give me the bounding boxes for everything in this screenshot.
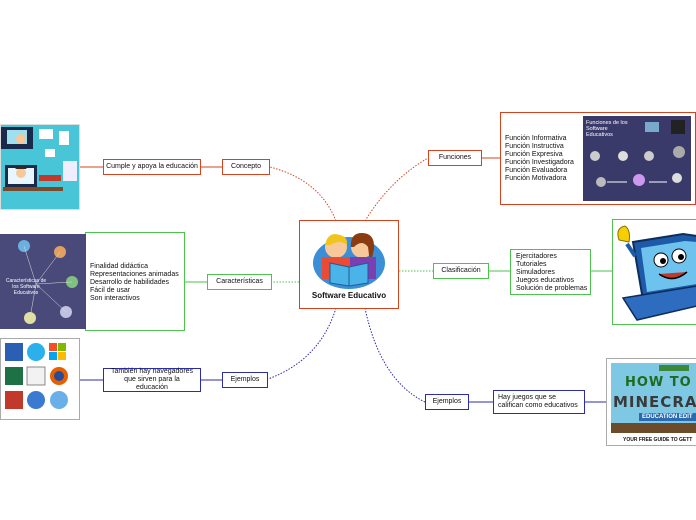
software-icons-frame xyxy=(0,338,80,420)
minecraft-title-line3: EDUCATION EDIT xyxy=(639,413,696,421)
funciones-item: Función Motivadora xyxy=(505,175,567,182)
central-topic[interactable]: Software Educativo xyxy=(299,220,399,309)
publisher-logo xyxy=(659,365,689,371)
minecraft-title-line1: HOW TO xyxy=(625,375,692,390)
kids-reading-illustration xyxy=(313,233,385,289)
clasificacion-list[interactable]: Ejercitadores Tutoriales Simuladores Jue… xyxy=(510,249,591,295)
minecraft-footer-text: YOUR FREE GUIDE TO GETT xyxy=(623,437,693,443)
funciones-item: Función Evaluadora xyxy=(505,167,568,174)
dirt-block-strip xyxy=(611,423,696,433)
caracteristicas-item: Son interactivos xyxy=(90,295,140,302)
branch-clasificacion[interactable]: Clasificación xyxy=(433,263,489,279)
computer-mascot-illustration xyxy=(617,225,696,321)
caracteristicas-item: Representaciones animadas xyxy=(90,271,179,278)
concepto-detail[interactable]: Cumple y apoya la educación xyxy=(103,159,201,175)
clasificacion-item: Tutoriales xyxy=(516,261,547,268)
online-education-illustration xyxy=(1,125,79,209)
funciones-item: Función Expresiva xyxy=(505,151,563,158)
caracteristicas-diagram-illustration xyxy=(18,240,78,324)
caracteristicas-image: Características de los Software Educativ… xyxy=(0,234,86,329)
connector-concepto xyxy=(269,166,337,222)
software-icons-grid xyxy=(5,343,68,409)
connector-ejemplos-right xyxy=(364,307,426,403)
clasificacion-item: Simuladores xyxy=(516,269,555,276)
clasificacion-item: Juegos educativos xyxy=(516,277,574,284)
caracteristicas-item: Desarrollo de habilidades xyxy=(90,279,169,286)
funciones-item: Función Informativa xyxy=(505,135,567,142)
computer-mascot-frame xyxy=(612,219,696,325)
ejemplos-left-detail[interactable]: También hay navegadores que sirven para … xyxy=(103,368,201,392)
caracteristicas-list[interactable]: Finalidad didáctica Representaciones ani… xyxy=(85,232,185,331)
connector-funciones xyxy=(364,157,429,222)
branch-funciones[interactable]: Funciones xyxy=(428,150,482,166)
clasificacion-item: Solución de problemas xyxy=(516,285,588,292)
concepto-image-frame xyxy=(0,124,80,210)
central-topic-title: Software Educativo xyxy=(311,291,387,300)
funciones-image: Funciones de los Software Educativos xyxy=(583,116,691,201)
funciones-item: Función Investigadora xyxy=(505,159,574,166)
branch-concepto[interactable]: Concepto xyxy=(222,159,270,175)
clasificacion-item: Ejercitadores xyxy=(516,253,557,260)
minecraft-title-line2: MINECRA xyxy=(613,393,696,411)
caracteristicas-item: Fácil de usar xyxy=(90,287,131,294)
funciones-diagram-title: Funciones de los Software Educativos xyxy=(586,120,628,138)
connector-ejemplos-left xyxy=(267,307,337,380)
caracteristicas-item: Finalidad didáctica xyxy=(90,263,148,270)
funciones-item: Función Instructiva xyxy=(505,143,564,150)
branch-caracteristicas[interactable]: Características xyxy=(207,274,272,290)
branch-ejemplos-left[interactable]: Ejemplos xyxy=(222,372,268,388)
funciones-diagram-illustration xyxy=(590,120,685,187)
branch-ejemplos-right[interactable]: Ejemplos xyxy=(425,394,469,410)
caracteristicas-diagram-title: Características de los Software Educativ… xyxy=(5,278,47,296)
minecraft-book-cover: HOW TO MINECRA EDUCATION EDIT xyxy=(611,363,696,433)
ejemplos-right-detail[interactable]: Hay juegos que se califican como educati… xyxy=(493,390,585,414)
minecraft-book-frame: HOW TO MINECRA EDUCATION EDIT YOUR FREE … xyxy=(606,358,696,446)
